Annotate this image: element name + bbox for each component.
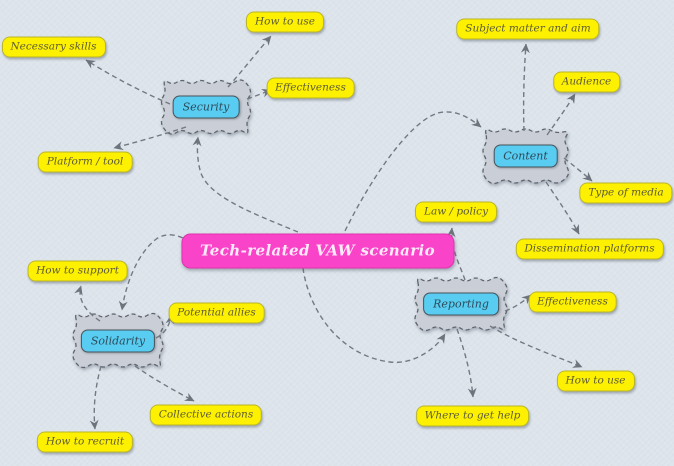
edge-reporting-where-to-get-help bbox=[456, 328, 477, 398]
edge-center-reporting bbox=[302, 267, 446, 364]
leaf-node-reporting-law-policy[interactable]: Law / policy bbox=[414, 201, 498, 222]
edge-reporting-effectiveness bbox=[504, 294, 532, 312]
edge-content-audience bbox=[546, 93, 576, 136]
edge-solidarity-how-to-support bbox=[74, 285, 101, 322]
edge-center-security bbox=[192, 136, 299, 233]
leaf-node-solidarity-how-to-recruit[interactable]: How to recruit bbox=[36, 431, 134, 453]
edge-content-type-of-media bbox=[563, 157, 593, 182]
leaf-node-reporting-where-to-get-help[interactable]: Where to get help bbox=[415, 405, 530, 426]
branch-node-content[interactable]: Content bbox=[493, 144, 558, 168]
edge-content-dissemination-platforms bbox=[545, 181, 580, 235]
edge-security-necessary-skills bbox=[85, 59, 171, 105]
edge-security-effectiveness bbox=[246, 88, 272, 100]
edge-solidarity-collective-actions bbox=[134, 365, 195, 402]
central-topic-node[interactable]: Tech-related VAW scenario bbox=[180, 233, 455, 268]
branch-node-security[interactable]: Security bbox=[172, 95, 240, 119]
edge-security-how-to-use bbox=[227, 35, 272, 88]
branch-node-reporting[interactable]: Reporting bbox=[423, 292, 499, 316]
leaf-node-content-subject-matter-and-aim[interactable]: Subject matter and aim bbox=[456, 18, 600, 39]
edge-solidarity-how-to-recruit bbox=[89, 365, 102, 430]
leaf-node-reporting-effectiveness[interactable]: Effectiveness bbox=[528, 291, 617, 313]
edge-center-solidarity bbox=[118, 234, 211, 311]
edge-layer bbox=[74, 35, 593, 430]
leaf-node-security-necessary-skills[interactable]: Necessary skills bbox=[1, 36, 106, 58]
edge-center-content bbox=[344, 111, 482, 232]
branch-node-solidarity[interactable]: Solidarity bbox=[80, 329, 156, 352]
leaf-node-solidarity-how-to-support[interactable]: How to support bbox=[27, 260, 128, 281]
leaf-node-reporting-how-to-use[interactable]: How to use bbox=[556, 370, 635, 391]
leaf-node-security-how-to-use[interactable]: How to use bbox=[245, 11, 325, 32]
edge-reporting-how-to-use bbox=[489, 325, 583, 368]
leaf-node-security-effectiveness[interactable]: Effectiveness bbox=[266, 77, 355, 99]
leaf-node-solidarity-potential-allies[interactable]: Potential allies bbox=[168, 302, 265, 323]
edge-content-subject-matter-and-aim bbox=[520, 43, 530, 132]
leaf-node-solidarity-collective-actions[interactable]: Collective actions bbox=[149, 404, 263, 426]
leaf-node-content-type-of-media[interactable]: Type of media bbox=[579, 182, 673, 204]
edge-security-platform-tool bbox=[113, 126, 187, 151]
cloud-layer bbox=[72, 79, 570, 369]
leaf-node-security-platform-tool[interactable]: Platform / tool bbox=[37, 151, 133, 173]
leaf-node-content-audience[interactable]: Audience bbox=[552, 71, 621, 92]
leaf-node-content-dissemination-platforms[interactable]: Dissemination platforms bbox=[515, 238, 664, 259]
edge-reporting-law-policy bbox=[446, 227, 466, 281]
